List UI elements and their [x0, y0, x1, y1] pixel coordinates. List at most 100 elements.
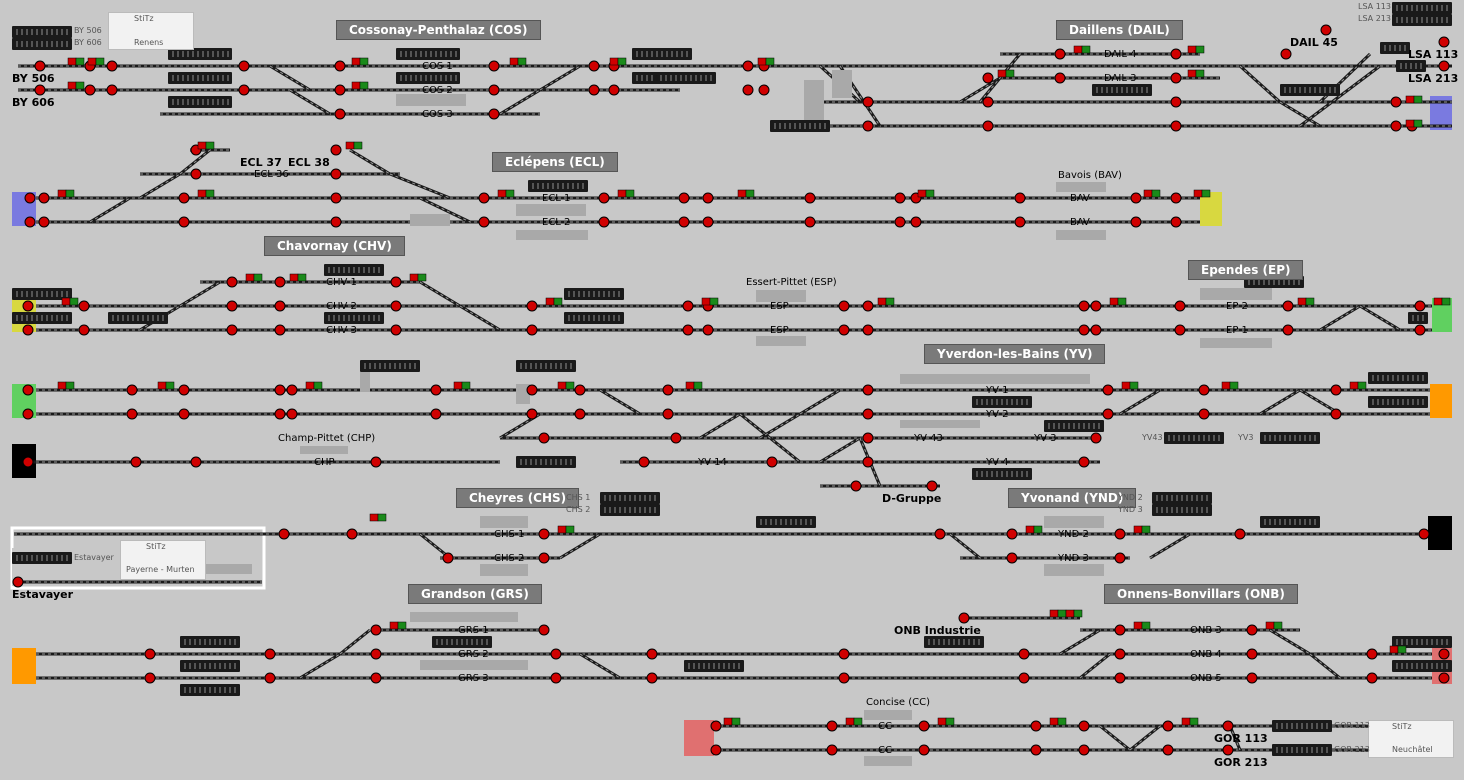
signal-red[interactable]	[826, 720, 838, 732]
signal-red[interactable]	[550, 672, 562, 684]
track-label-cos2[interactable]: COS 2	[422, 85, 453, 96]
signal-red[interactable]	[22, 408, 34, 420]
signal-red[interactable]	[1162, 720, 1174, 732]
signal-red[interactable]	[678, 216, 690, 228]
signal-red[interactable]	[1246, 672, 1258, 684]
signal-red[interactable]	[1174, 324, 1186, 336]
stitz-payerne-box[interactable]	[120, 540, 206, 580]
track-label-cos3[interactable]: COS 3	[422, 109, 453, 120]
signal-red[interactable]	[126, 384, 138, 396]
signal-red[interactable]	[334, 84, 346, 96]
signal-red[interactable]	[274, 384, 286, 396]
signal-red[interactable]	[274, 300, 286, 312]
signal-red[interactable]	[1114, 552, 1126, 564]
track-label-yv3[interactable]: YV 3	[1034, 433, 1057, 444]
signal-red[interactable]	[488, 84, 500, 96]
signal-red[interactable]	[286, 384, 298, 396]
signal-red[interactable]	[826, 744, 838, 756]
signal-red[interactable]	[390, 276, 402, 288]
signal-red[interactable]	[1014, 192, 1026, 204]
signal-red[interactable]	[982, 96, 994, 108]
signal-red[interactable]	[334, 108, 346, 120]
signal-red[interactable]	[78, 300, 90, 312]
track-label-bav2[interactable]: BAV	[1070, 217, 1090, 228]
signal-red[interactable]	[1170, 192, 1182, 204]
signal-red[interactable]	[1130, 216, 1142, 228]
signal-red[interactable]	[1330, 408, 1342, 420]
signal-red[interactable]	[1438, 672, 1450, 684]
signal-red[interactable]	[1030, 720, 1042, 732]
track-label-bav1[interactable]: BAV	[1070, 193, 1090, 204]
signal-red[interactable]	[1438, 36, 1450, 48]
signal-red[interactable]	[702, 324, 714, 336]
signal-red[interactable]	[34, 60, 46, 72]
signal-red[interactable]	[1114, 528, 1126, 540]
signal-red[interactable]	[766, 456, 778, 468]
signal-red[interactable]	[370, 648, 382, 660]
signal-red[interactable]	[1030, 744, 1042, 756]
label-lsa213[interactable]: LSA 213	[1408, 72, 1459, 85]
signal-red[interactable]	[1170, 96, 1182, 108]
track-label-chv3[interactable]: CHV 3	[326, 325, 357, 336]
label-gor213[interactable]: GOR 213	[1214, 756, 1268, 769]
signal-red[interactable]	[538, 528, 550, 540]
signal-red[interactable]	[894, 192, 906, 204]
signal-red[interactable]	[178, 216, 190, 228]
signal-red[interactable]	[1330, 384, 1342, 396]
signal-red[interactable]	[390, 324, 402, 336]
signal-red[interactable]	[1234, 528, 1246, 540]
signal-red[interactable]	[574, 384, 586, 396]
signal-red[interactable]	[862, 456, 874, 468]
signal-red[interactable]	[106, 84, 118, 96]
signal-red[interactable]	[1114, 648, 1126, 660]
signal-red[interactable]	[910, 216, 922, 228]
signal-red[interactable]	[78, 324, 90, 336]
signal-red[interactable]	[646, 672, 658, 684]
signal-red[interactable]	[1366, 672, 1378, 684]
signal-red[interactable]	[1366, 648, 1378, 660]
signal-red[interactable]	[390, 300, 402, 312]
signal-red[interactable]	[608, 84, 620, 96]
signal-red[interactable]	[1280, 48, 1292, 60]
signal-red[interactable]	[330, 144, 342, 156]
signal-red[interactable]	[330, 192, 342, 204]
signal-red[interactable]	[370, 672, 382, 684]
signal-red[interactable]	[1078, 324, 1090, 336]
label-by506[interactable]: BY 506	[12, 72, 55, 85]
signal-red[interactable]	[442, 552, 454, 564]
signal-red[interactable]	[190, 168, 202, 180]
signal-red[interactable]	[24, 192, 36, 204]
signal-red[interactable]	[894, 216, 906, 228]
signal-red[interactable]	[370, 456, 382, 468]
signal-red[interactable]	[1130, 192, 1142, 204]
signal-red[interactable]	[1170, 216, 1182, 228]
track-label-chp[interactable]: CHP	[314, 457, 335, 468]
signal-red[interactable]	[238, 60, 250, 72]
signal-red[interactable]	[1282, 324, 1294, 336]
signal-red[interactable]	[1054, 72, 1066, 84]
signal-red[interactable]	[598, 192, 610, 204]
track-label-ecl1[interactable]: ECL 1	[542, 193, 571, 204]
track-label-yv43[interactable]: YV 43	[914, 433, 943, 444]
signal-red[interactable]	[804, 192, 816, 204]
track-label-chs1[interactable]: CHS 1	[494, 529, 525, 540]
signal-red[interactable]	[526, 324, 538, 336]
signal-red[interactable]	[838, 300, 850, 312]
signal-red[interactable]	[12, 576, 24, 588]
track-label-yv2[interactable]: YV 2	[986, 409, 1009, 420]
signal-red[interactable]	[478, 192, 490, 204]
signal-red[interactable]	[274, 408, 286, 420]
track-label-dail4[interactable]: DAIL 4	[1104, 49, 1137, 60]
signal-red[interactable]	[1320, 24, 1332, 36]
signal-red[interactable]	[862, 300, 874, 312]
signal-red[interactable]	[702, 216, 714, 228]
signal-red[interactable]	[106, 60, 118, 72]
signal-red[interactable]	[84, 84, 96, 96]
signal-red[interactable]	[330, 216, 342, 228]
signal-red[interactable]	[526, 300, 538, 312]
label-ecl38[interactable]: ECL 38	[288, 156, 330, 169]
signal-red[interactable]	[862, 120, 874, 132]
signal-red[interactable]	[1078, 744, 1090, 756]
signal-red[interactable]	[804, 216, 816, 228]
track-label-ynd2[interactable]: YND 2	[1058, 529, 1089, 540]
